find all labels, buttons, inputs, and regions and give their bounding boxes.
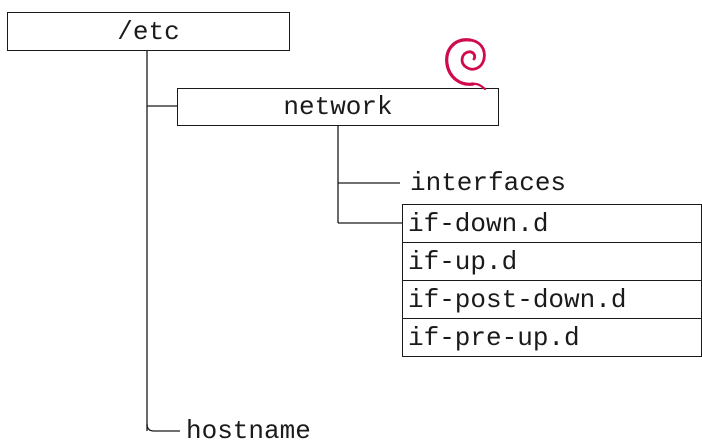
subdir-box-if-post-down: if-post-down.d [402, 280, 702, 319]
subdir-box-if-up: if-up.d [402, 242, 702, 281]
subdir-box-if-pre-up: if-pre-up.d [402, 318, 702, 357]
subdir-label: if-up.d [408, 246, 518, 277]
interfaces-file-label: interfaces [410, 168, 567, 198]
subdir-label: if-down.d [408, 208, 549, 239]
network-directory-box: network [177, 88, 499, 126]
subdir-box-if-down: if-down.d [402, 204, 702, 243]
hostname-file-label: hostname [186, 416, 311, 445]
subdir-label: if-post-down.d [408, 284, 627, 315]
debian-swirl-icon [445, 38, 487, 90]
etc-to-hostname-line [146, 423, 180, 432]
subdir-label: if-pre-up.d [408, 322, 580, 353]
etc-directory-box: /etc [7, 12, 290, 51]
etc-label: /etc [117, 16, 180, 47]
network-label: network [283, 92, 393, 122]
